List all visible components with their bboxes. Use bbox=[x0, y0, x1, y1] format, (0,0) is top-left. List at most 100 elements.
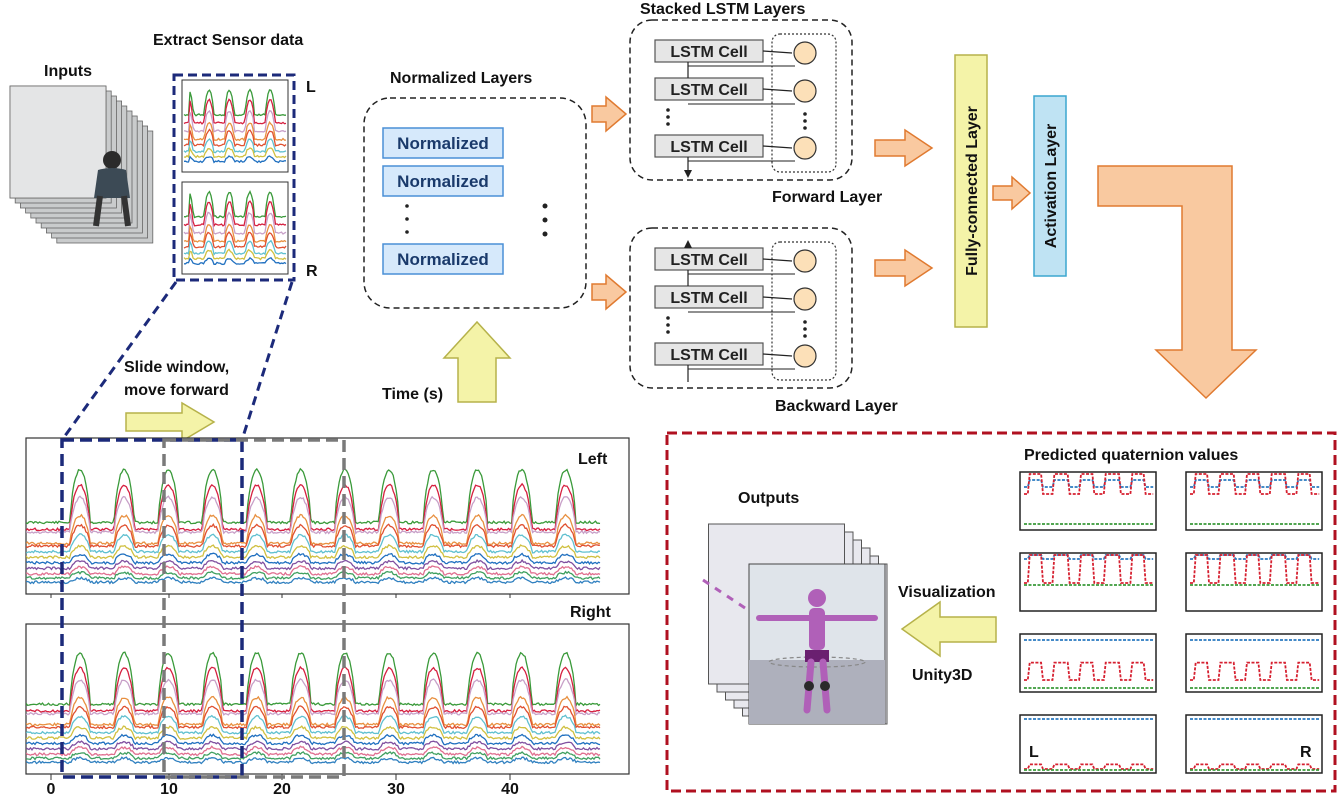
sensor-trace bbox=[26, 665, 601, 714]
quaternion-trace bbox=[1024, 554, 1154, 584]
slide-forward-arrow bbox=[125, 401, 216, 443]
quaternion-trace bbox=[1190, 763, 1320, 770]
lstm-cell: LSTM Cell bbox=[654, 247, 764, 271]
lstm-output-node bbox=[793, 41, 817, 65]
right-sensor-traces bbox=[26, 651, 601, 765]
lstm-cell-label: LSTM Cell bbox=[670, 252, 747, 269]
predicted-plot bbox=[1019, 552, 1157, 612]
lstm-output-frame bbox=[771, 241, 837, 381]
lstm-cell-label: LSTM Cell bbox=[670, 139, 747, 156]
lstm-ellipsis-dot bbox=[666, 323, 670, 327]
lstm-output-link bbox=[762, 145, 793, 149]
lstm-output-link bbox=[762, 88, 793, 92]
sensor-trace bbox=[183, 211, 287, 235]
sensor-trace bbox=[26, 513, 601, 547]
lstm-cell-label: LSTM Cell bbox=[670, 290, 747, 307]
normalized-ellipsis bbox=[405, 203, 548, 237]
quaternion-trace bbox=[1190, 473, 1320, 495]
lstm-output-frame bbox=[771, 33, 837, 173]
activation-layer bbox=[1033, 95, 1067, 277]
right-plot-label: Right bbox=[570, 604, 612, 621]
sensor-trace bbox=[26, 544, 601, 560]
stacked-lstm-title: Stacked LSTM Layers bbox=[640, 1, 806, 18]
unity-label: Unity3D bbox=[912, 667, 972, 684]
sensor-trace bbox=[183, 120, 286, 142]
visualization-label: Visualization bbox=[898, 584, 996, 601]
lstm-output-link bbox=[762, 50, 793, 54]
normalized-layers-title: Normalized Layers bbox=[390, 70, 532, 87]
lstm-ellipsis-dot bbox=[666, 108, 670, 112]
sensor-trace bbox=[26, 756, 601, 765]
sensor-trace bbox=[26, 695, 601, 728]
lstm-ellipsis-dot bbox=[803, 327, 807, 331]
slide-window-line2: move forward bbox=[124, 382, 229, 399]
time-up-arrow bbox=[442, 320, 512, 403]
sensor-trace bbox=[26, 495, 601, 535]
sensor-trace bbox=[183, 138, 287, 154]
avatar-figure bbox=[748, 563, 886, 725]
lstm-cell: LSTM Cell bbox=[654, 39, 764, 63]
output-flow-arrow bbox=[1097, 165, 1258, 400]
left-sensor-traces bbox=[26, 467, 601, 585]
activation-label: Activation Layer bbox=[1043, 124, 1060, 248]
lstm-ellipsis-dot bbox=[803, 112, 807, 116]
lstm-direction-arrow bbox=[684, 240, 692, 248]
thumb-r-label: R bbox=[306, 263, 318, 280]
arrow-to-backward-lstm bbox=[591, 273, 628, 311]
sensor-trace bbox=[26, 705, 601, 730]
sensor-trace bbox=[183, 248, 287, 261]
lstm-dashed-frame bbox=[629, 227, 853, 389]
predicted-plot bbox=[1185, 714, 1323, 774]
lstm-ellipsis-dot bbox=[803, 320, 807, 324]
fully-connected-label: Fully-connected Layer bbox=[964, 106, 981, 276]
arrow-fc-to-activation bbox=[992, 175, 1032, 211]
sensor-trace bbox=[184, 256, 287, 266]
time-axis: 0 10 20 30 40 bbox=[47, 594, 519, 797]
lstm-output-node bbox=[793, 249, 817, 273]
avatar-motion-trail bbox=[714, 586, 722, 594]
lstm-cell: LSTM Cell bbox=[654, 134, 764, 158]
lstm-ellipsis-dot bbox=[666, 122, 670, 126]
sensor-trace bbox=[26, 552, 601, 566]
lstm-ellipsis-dot bbox=[666, 115, 670, 119]
lstm-cell-label: LSTM Cell bbox=[670, 347, 747, 364]
output-avatar-frames bbox=[702, 523, 888, 725]
sensor-trace bbox=[183, 155, 286, 164]
inputs-label: Inputs bbox=[44, 63, 92, 80]
tick-10: 10 bbox=[160, 781, 178, 797]
lstm-ellipsis-dot bbox=[803, 126, 807, 130]
sensor-trace bbox=[26, 740, 601, 752]
tick-0: 0 bbox=[47, 781, 56, 797]
lstm-dashed-frame bbox=[629, 19, 853, 181]
sensor-trace bbox=[26, 570, 601, 581]
extract-label: Extract Sensor data bbox=[153, 32, 303, 49]
lstm-direction-arrow bbox=[684, 170, 692, 178]
sensor-trace bbox=[26, 725, 601, 741]
quaternion-trace bbox=[1190, 554, 1320, 584]
normalized-box-2: Normalized bbox=[382, 165, 504, 197]
avatar-motion-trail bbox=[738, 602, 746, 610]
sensor-trace bbox=[26, 482, 601, 533]
backward-layer-label: Backward Layer bbox=[775, 398, 898, 415]
sensor-trace bbox=[183, 239, 287, 256]
lstm-cell-label: LSTM Cell bbox=[670, 82, 747, 99]
normalized-box-3: Normalized bbox=[382, 243, 504, 275]
output-region bbox=[665, 431, 1337, 793]
zoom-line-right bbox=[240, 281, 294, 441]
tick-40: 40 bbox=[501, 781, 519, 797]
normalized-label-3: Normalized bbox=[397, 250, 489, 269]
fully-connected-layer bbox=[954, 54, 988, 328]
sensor-thumb-right-traces bbox=[183, 190, 287, 266]
quaternion-trace bbox=[1024, 763, 1154, 770]
predicted-plot bbox=[1019, 714, 1157, 774]
sensor-trace bbox=[26, 733, 601, 746]
arrow-to-forward-lstm bbox=[591, 95, 628, 133]
lstm-ellipsis-dot bbox=[803, 119, 807, 123]
predicted-plot bbox=[1185, 552, 1323, 612]
avatar-motion-trail bbox=[702, 578, 710, 586]
sensor-trace bbox=[26, 576, 601, 585]
forward-layer-label: Forward Layer bbox=[772, 189, 882, 206]
